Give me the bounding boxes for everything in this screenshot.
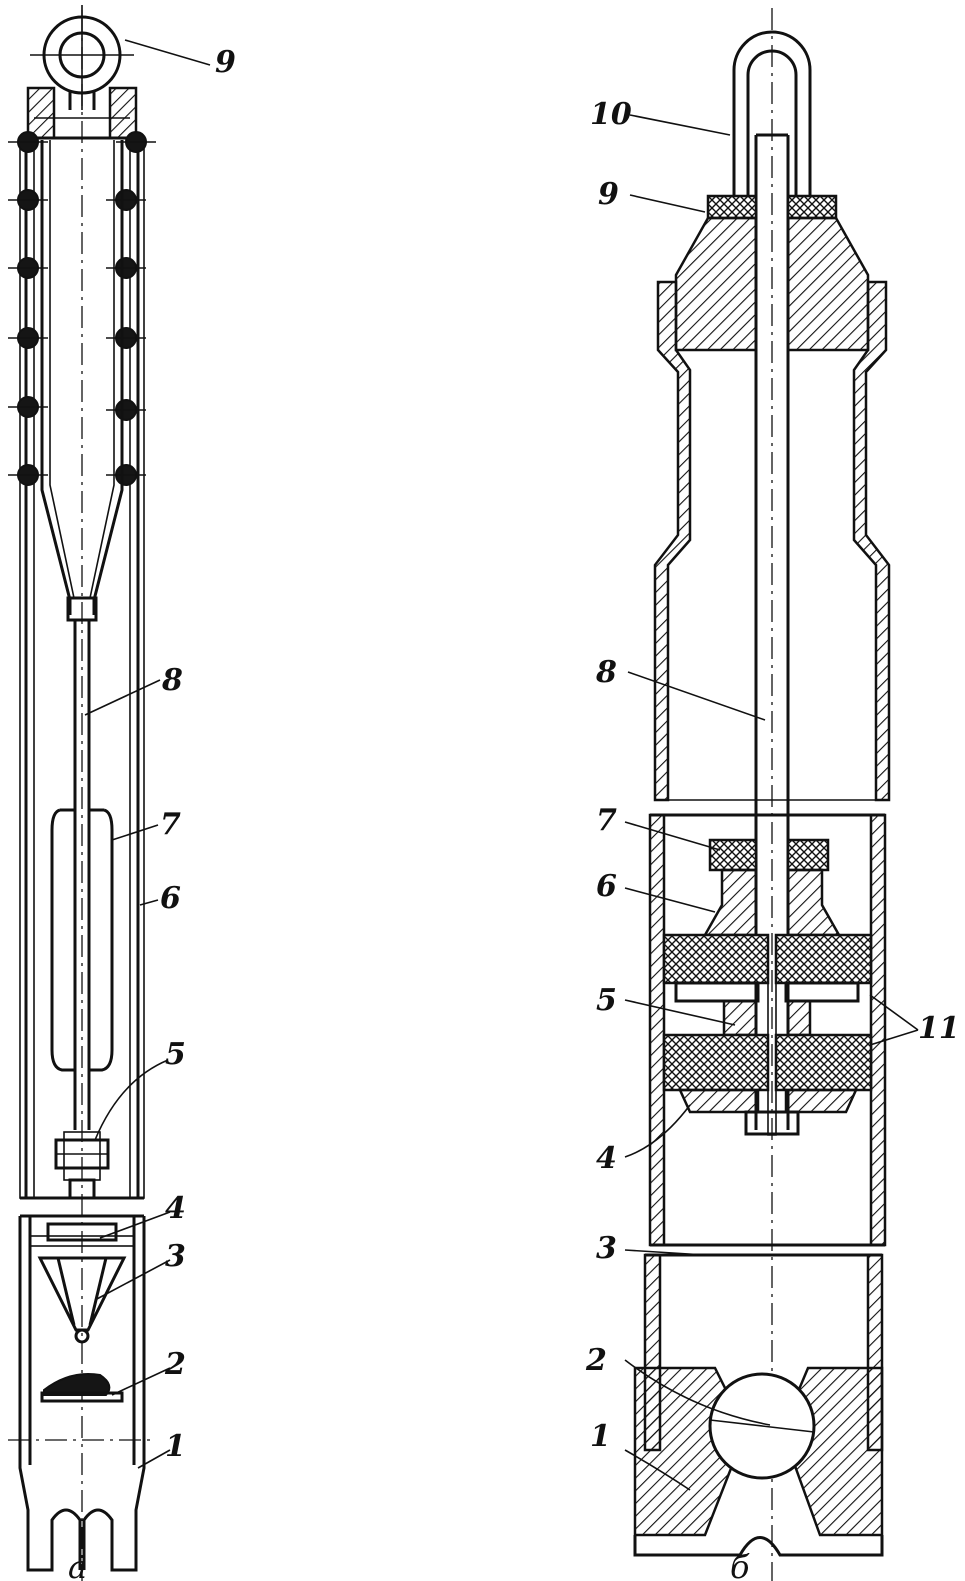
- leaders-b: [624, 114, 919, 1491]
- figure-b: 10 9 8 7 6 5 4 3 2 1 11 б: [585, 8, 960, 1581]
- top-cap: [674, 194, 870, 352]
- caption-b: б: [730, 1548, 750, 1581]
- label-a-4: 4: [165, 1191, 186, 1226]
- label-a-8: 8: [161, 663, 183, 698]
- label-b-11: 11: [918, 1011, 960, 1046]
- label-a-1: 1: [165, 1429, 186, 1464]
- figure-a: 9 8 7 6 5 4 3 2 1 a: [8, 5, 236, 1581]
- upper-body-b: [653, 280, 891, 802]
- lower-housing: [8, 1214, 156, 1572]
- label-a-2: 2: [164, 1347, 186, 1382]
- label-b-6: 6: [596, 869, 617, 904]
- piston-cups-lower: [662, 1033, 873, 1136]
- bail-loop: [732, 30, 812, 200]
- label-b-9: 9: [598, 177, 619, 212]
- label-a-9: 9: [215, 45, 236, 80]
- label-b-10: 10: [590, 97, 632, 132]
- label-a-6: 6: [160, 881, 181, 916]
- label-b-1: 1: [590, 1419, 611, 1454]
- label-b-4: 4: [596, 1141, 617, 1176]
- label-a-3: 3: [165, 1239, 186, 1274]
- caption-a: a: [68, 1548, 87, 1581]
- clamp: [54, 1131, 110, 1200]
- piston-cups-upper: [662, 933, 873, 1037]
- leaders-a: [84, 39, 211, 1469]
- cone-valve: [37, 1256, 127, 1332]
- valve-seat: [633, 1366, 884, 1557]
- label-b-8: 8: [595, 655, 617, 690]
- middle-body-b: [648, 813, 887, 1247]
- rod-bulb: [50, 808, 114, 1072]
- label-a-7: 7: [160, 807, 181, 842]
- label-b-2: 2: [585, 1343, 607, 1378]
- label-b-5: 5: [596, 983, 617, 1018]
- label-b-3: 3: [596, 1231, 617, 1266]
- rod-assembly: [40, 10, 124, 1581]
- label-a-5: 5: [165, 1037, 186, 1072]
- label-b-7: 7: [596, 803, 617, 838]
